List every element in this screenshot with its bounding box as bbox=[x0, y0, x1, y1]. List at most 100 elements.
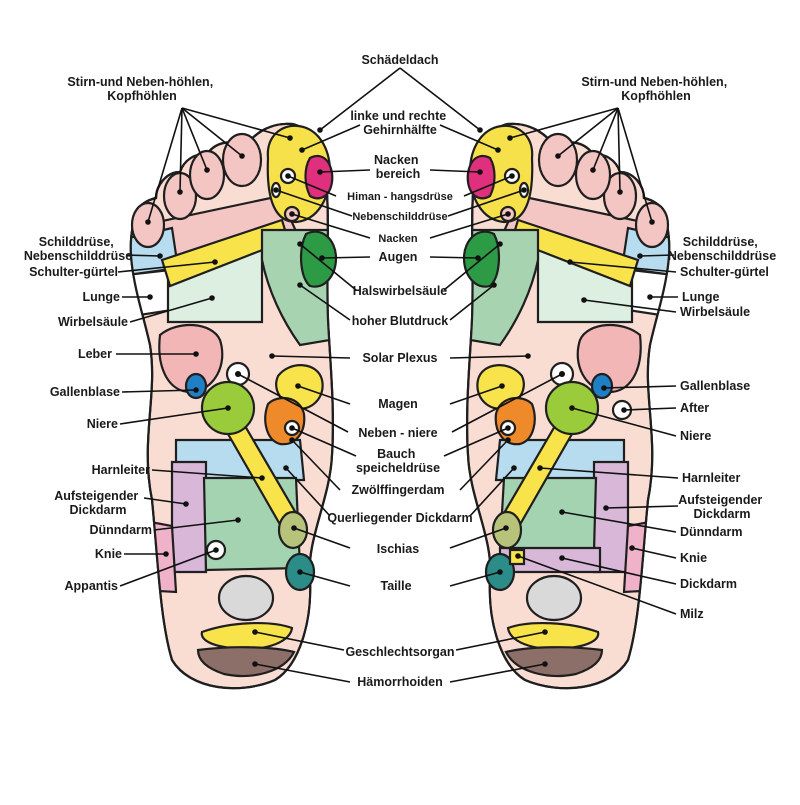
label-nebenschild: Nebenschilddrüse bbox=[352, 211, 447, 223]
label-lunge-right: Lunge bbox=[682, 290, 720, 304]
line-stirn-l bbox=[147, 107, 183, 223]
line-stirn-l2 bbox=[179, 107, 183, 193]
leader-dot bbox=[147, 294, 153, 300]
leader-dot bbox=[295, 383, 301, 389]
leader-dot bbox=[252, 629, 258, 635]
right-foot bbox=[462, 122, 671, 690]
leader-dot bbox=[555, 153, 561, 159]
line-nebenniere-r bbox=[451, 373, 563, 433]
label-querliegender: Querliegender Dickdarm bbox=[327, 511, 472, 525]
leader-dot bbox=[581, 297, 587, 303]
leader-dot bbox=[235, 371, 241, 377]
label-appantis: Appantis bbox=[65, 579, 119, 593]
line-milz bbox=[517, 555, 677, 615]
label-aufsteig-left: Aufsteigender Dickdarm bbox=[54, 489, 142, 517]
leader-dot bbox=[209, 295, 215, 301]
left-neck-reflex bbox=[304, 155, 334, 200]
left-pancreas-zone bbox=[264, 396, 306, 446]
line-taille bbox=[299, 571, 351, 587]
leader-dot bbox=[649, 219, 655, 225]
leader-dot bbox=[193, 351, 199, 357]
leader-dot bbox=[259, 475, 265, 481]
leader-dot bbox=[204, 167, 210, 173]
label-wirbel-left: Wirbelsäule bbox=[58, 315, 128, 329]
leader-dot bbox=[252, 661, 258, 667]
label-knie-left: Knie bbox=[95, 547, 122, 561]
right-gallbladder bbox=[590, 372, 614, 400]
line-nebenschild bbox=[275, 189, 353, 217]
right-toe-3 bbox=[574, 149, 612, 201]
line-galle-r bbox=[603, 385, 677, 389]
line-geschlecht bbox=[254, 631, 345, 651]
label-augen: Augen bbox=[379, 250, 418, 264]
right-liver-zone bbox=[576, 323, 642, 394]
line-duenn-l bbox=[153, 519, 239, 531]
leader-dot bbox=[497, 569, 503, 575]
line-appantis bbox=[119, 549, 217, 587]
leader-dot bbox=[621, 407, 627, 413]
leader-dot bbox=[647, 294, 653, 300]
leader-lines bbox=[116, 67, 679, 683]
line-himan bbox=[287, 175, 337, 197]
line-nebenschild-r bbox=[447, 189, 525, 217]
right-toe-2 bbox=[537, 132, 579, 188]
label-nacken: Nacken bbox=[378, 233, 417, 245]
left-toe-2 bbox=[221, 132, 263, 188]
line-blut bbox=[299, 284, 351, 321]
leader-dot bbox=[235, 517, 241, 523]
right-pancreas-zone bbox=[494, 396, 536, 446]
line-wirbel-r bbox=[583, 299, 677, 313]
left-lung-zone bbox=[130, 268, 174, 320]
line-harn-r bbox=[539, 467, 679, 479]
line-geschlecht-r bbox=[455, 631, 546, 651]
label-harnleiter-left: Harnleiter bbox=[92, 463, 150, 477]
leader-dot bbox=[505, 211, 511, 217]
label-dickdarm-right: Dickdarm bbox=[680, 577, 737, 591]
line-hals-r bbox=[443, 243, 501, 291]
leader-dot bbox=[297, 282, 303, 288]
line-aufsteig-r bbox=[605, 505, 679, 509]
leader-dot bbox=[559, 555, 565, 561]
leader-dot bbox=[239, 153, 245, 159]
label-haemorrhoiden: Hämorrhoiden bbox=[357, 675, 442, 689]
label-galle-right: Gallenblase bbox=[680, 379, 750, 393]
line-bauch bbox=[291, 427, 357, 457]
leader-dot bbox=[515, 553, 521, 559]
label-himan: Himan - hangsdrüse bbox=[347, 191, 453, 203]
labels: Schädeldach Stirn-und Neben-höhlen, Kopf… bbox=[24, 53, 776, 689]
line-nebenniere bbox=[237, 373, 349, 433]
leader-dot bbox=[617, 189, 623, 195]
leader-dot bbox=[511, 465, 517, 471]
left-liver-zone bbox=[158, 323, 224, 394]
label-niere-right: Niere bbox=[680, 429, 711, 443]
line-aufsteig-l bbox=[143, 497, 187, 505]
right-lung-zone bbox=[626, 268, 670, 320]
line-quer bbox=[285, 467, 331, 517]
label-knie-right: Knie bbox=[680, 551, 707, 565]
label-gehirn: linke und rechte Gehirnhälfte bbox=[350, 109, 449, 137]
leader-dot bbox=[269, 353, 275, 359]
left-gallbladder bbox=[184, 372, 208, 400]
leader-dot bbox=[503, 525, 509, 531]
leader-dot bbox=[559, 371, 565, 377]
leader-dot bbox=[291, 525, 297, 531]
leader-dot bbox=[177, 189, 183, 195]
leader-dot bbox=[569, 405, 575, 411]
leader-dot bbox=[497, 241, 503, 247]
line-solar bbox=[271, 355, 351, 359]
line-stirn-r5 bbox=[509, 107, 619, 139]
label-nacken-bereich: Nacken bereich bbox=[374, 153, 422, 181]
line-zwoelf-r bbox=[459, 439, 509, 491]
leader-dot bbox=[317, 169, 323, 175]
label-harnleiter-right: Harnleiter bbox=[682, 471, 740, 485]
leader-dot bbox=[491, 282, 497, 288]
label-ischias: Ischias bbox=[377, 542, 419, 556]
label-solar: Solar Plexus bbox=[362, 351, 437, 365]
line-zwoelf bbox=[291, 439, 341, 491]
leader-dot bbox=[297, 241, 303, 247]
leader-dot bbox=[289, 437, 295, 443]
line-dickdarm-r bbox=[561, 557, 677, 585]
line-nacken-r bbox=[429, 213, 509, 239]
label-duenndarm-left: Dünndarm bbox=[90, 523, 153, 537]
